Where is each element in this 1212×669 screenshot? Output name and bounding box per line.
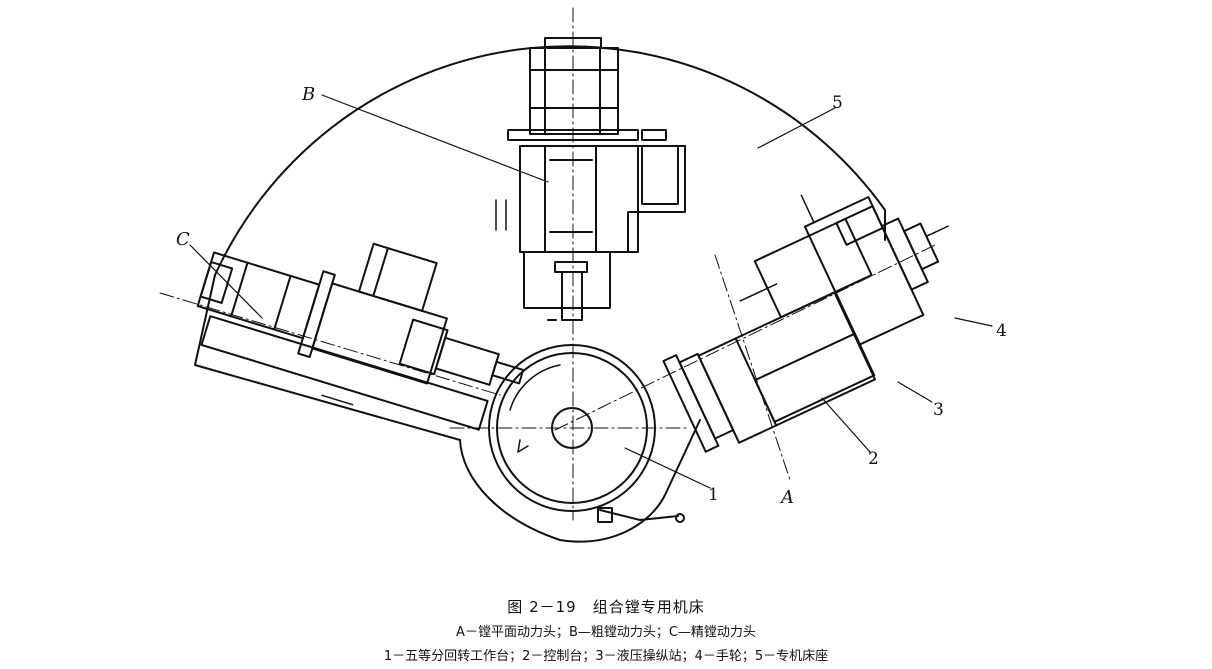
center-lines — [159, 7, 936, 521]
machine-base — [194, 45, 886, 543]
figure-caption-legend-letters: A－镗平面动力头；B—粗镗动力头；C—精镗动力头 — [456, 625, 756, 640]
label-c: C — [176, 229, 190, 250]
label-3: 3 — [933, 400, 944, 420]
label-a: A — [779, 487, 794, 508]
label-1: 1 — [708, 485, 719, 505]
power-head-b — [495, 37, 686, 321]
figure-caption-title: 图 2－19 组合镗专用机床 — [507, 598, 705, 616]
power-head-a — [662, 194, 949, 453]
label-5: 5 — [832, 93, 843, 113]
rotary-worktable — [488, 344, 685, 523]
power-head-c — [196, 242, 525, 431]
leader-lines — [189, 94, 993, 489]
label-2: 2 — [868, 449, 879, 469]
label-4: 4 — [996, 321, 1007, 341]
figure-caption-legend-numbers: 1－五等分回转工作台；2－控制台；3－液压操纵站；4－手轮；5－专机床座 — [383, 649, 829, 664]
label-b: B — [301, 84, 315, 105]
